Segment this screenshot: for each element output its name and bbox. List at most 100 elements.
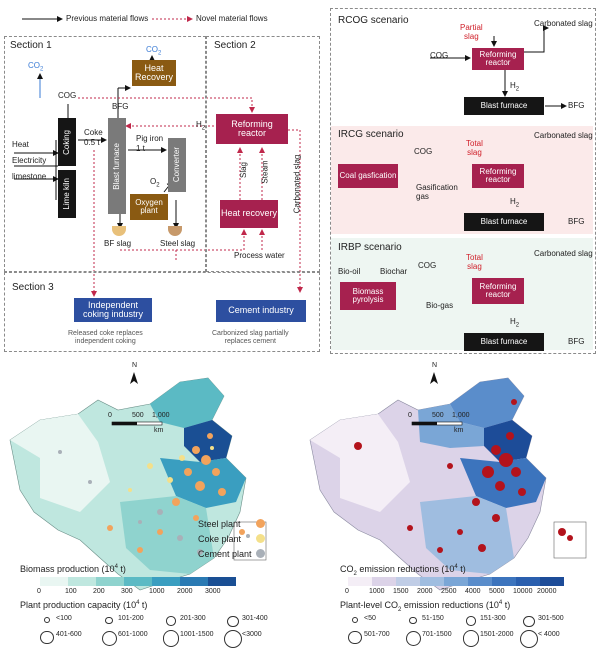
ircg-cog: COG bbox=[414, 147, 433, 156]
co2-title: CO2 emission reductions (104 t) bbox=[340, 564, 466, 577]
size-legend-label: 301-500 bbox=[538, 615, 564, 622]
size-legend-circle bbox=[352, 617, 358, 623]
size-legend-label: 401-600 bbox=[56, 631, 82, 638]
colorbar-tick: 300 bbox=[121, 588, 133, 595]
irbp-total-slag: Total slag bbox=[466, 253, 483, 271]
section1-title: Section 1 bbox=[10, 40, 52, 51]
section3-title: Section 3 bbox=[12, 282, 54, 293]
colorbar-segment bbox=[40, 577, 68, 586]
scale-unit-left: km bbox=[154, 427, 164, 434]
irbp-bfg: BFG bbox=[568, 337, 585, 346]
north-label-right: N bbox=[432, 362, 438, 369]
irbp-h2: H2 bbox=[510, 317, 520, 329]
size-legend-circle bbox=[519, 629, 539, 648]
colorbar-tick: 1000 bbox=[149, 588, 165, 595]
size-legend-label: <100 bbox=[56, 615, 72, 622]
colorbar-segment bbox=[468, 577, 492, 586]
cement-plant-legend: Cement plant bbox=[198, 549, 252, 559]
ircg-blast-furnace: Blast furnace bbox=[464, 213, 544, 231]
colorbar-segment bbox=[516, 577, 540, 586]
ircg-h2: H2 bbox=[510, 197, 520, 209]
size-legend-circle bbox=[44, 617, 50, 623]
size-legend-label: 601-1000 bbox=[118, 631, 148, 638]
irbp-biogas: Bio-gas bbox=[426, 301, 454, 310]
size-legend-label: 101-200 bbox=[118, 615, 144, 622]
size-legend-label: <50 bbox=[364, 615, 376, 622]
irbp-carbonated: Carbonated slag bbox=[534, 249, 593, 258]
colorbar-tick: 2000 bbox=[417, 588, 433, 595]
left-map bbox=[9, 372, 267, 591]
heat-input-label: Heat bbox=[12, 140, 29, 149]
colorbar-segment bbox=[96, 577, 124, 586]
size-legend-label: 201-300 bbox=[180, 615, 206, 622]
oxygen-plant-box: Oxygen plant bbox=[130, 194, 168, 220]
colorbar-segment bbox=[208, 577, 236, 586]
size-legend-circle bbox=[227, 615, 239, 628]
reforming-reactor-box: Reforming reactor bbox=[216, 114, 288, 144]
rcog-h2: H2 bbox=[510, 81, 520, 93]
section3-frame bbox=[4, 272, 320, 352]
irbp-reactor: Reforming reactor bbox=[472, 278, 524, 304]
size-legend-circle bbox=[409, 616, 417, 625]
pig-iron-label: Pig iron 1 t bbox=[136, 134, 164, 153]
colorbar-tick: 3000 bbox=[205, 588, 221, 595]
ircg-carbonated: Carbonated slag bbox=[534, 131, 593, 140]
bf-slag-label: BF slag bbox=[104, 239, 132, 248]
size-legend-circle bbox=[466, 616, 476, 626]
section2-title: Section 2 bbox=[214, 40, 256, 51]
process-water-label: Process water bbox=[234, 251, 285, 260]
ircg-title: IRCG scenario bbox=[338, 129, 404, 140]
co2-label-top: CO2 bbox=[146, 45, 162, 57]
coke-flow-label: Coke 0.5 t bbox=[84, 128, 103, 147]
colorbar-segment bbox=[372, 577, 396, 586]
size-legend-circle bbox=[101, 630, 117, 646]
ircg-coal-gasification: Coal gasfication bbox=[338, 164, 398, 188]
size-legend-circle bbox=[523, 615, 535, 628]
legend-novel: Novel material flows bbox=[196, 14, 268, 23]
colorbar-segment bbox=[68, 577, 96, 586]
size-legend-label: 301-400 bbox=[242, 615, 268, 622]
colorbar-tick: 200 bbox=[93, 588, 105, 595]
independent-coking-box: Independent coking industry bbox=[74, 298, 152, 322]
irbp-biooil: Bio-oil bbox=[338, 267, 361, 276]
co2-colorbar bbox=[348, 577, 564, 586]
size-legend-circle bbox=[40, 631, 54, 645]
size-legend-label: 1001-1500 bbox=[180, 631, 214, 638]
section2-frame bbox=[206, 36, 320, 272]
co2-label-left: CO2 bbox=[28, 61, 44, 73]
irbp-biochar: Biochar bbox=[380, 267, 408, 276]
coke-note: Released coke replaces independent cokin… bbox=[68, 330, 143, 346]
biomass-title: Biomass production (104 t) bbox=[20, 564, 126, 574]
ircg-gas: Gasification gas bbox=[416, 183, 458, 201]
rcog-carbonated: Carbonated slag bbox=[534, 19, 593, 28]
scale-0-right: 0 bbox=[408, 412, 412, 419]
ircg-reactor: Reforming reactor bbox=[472, 164, 524, 188]
ircg-total-slag: Total slag bbox=[466, 139, 483, 157]
coke-plant-swatch bbox=[256, 534, 265, 543]
electricity-input-label: Electricity bbox=[12, 156, 47, 165]
steel-plant-dots bbox=[107, 433, 226, 553]
colorbar-segment bbox=[420, 577, 444, 586]
rcog-reactor: Reforming reactor bbox=[472, 48, 524, 70]
size-legend-label: 701-1500 bbox=[422, 631, 452, 638]
north-arrow-right bbox=[430, 372, 438, 384]
steam-label: Steam bbox=[260, 160, 270, 184]
size-legend-label: 51-150 bbox=[422, 615, 444, 622]
heat-recovery-box: Heat Recovery bbox=[132, 60, 176, 86]
size-legend-circle bbox=[223, 629, 243, 648]
steel-plant-legend: Steel plant bbox=[198, 519, 241, 529]
size-legend-circle bbox=[348, 631, 362, 645]
irbp-blast-furnace: Blast furnace bbox=[464, 333, 544, 351]
cement-note: Carbonized slag partially replaces cemen… bbox=[212, 330, 289, 346]
size-legend-label: <3000 bbox=[242, 631, 262, 638]
scale-500-left: 500 bbox=[132, 412, 144, 419]
size-legend-label: 1501-2000 bbox=[480, 631, 514, 638]
legend-previous: Previous material flows bbox=[66, 14, 149, 23]
size-legend-circle bbox=[462, 630, 480, 648]
scale-1000-left: 1,000 bbox=[152, 412, 170, 419]
cement-plant-swatch bbox=[256, 549, 265, 558]
region-northeast bbox=[150, 378, 224, 428]
